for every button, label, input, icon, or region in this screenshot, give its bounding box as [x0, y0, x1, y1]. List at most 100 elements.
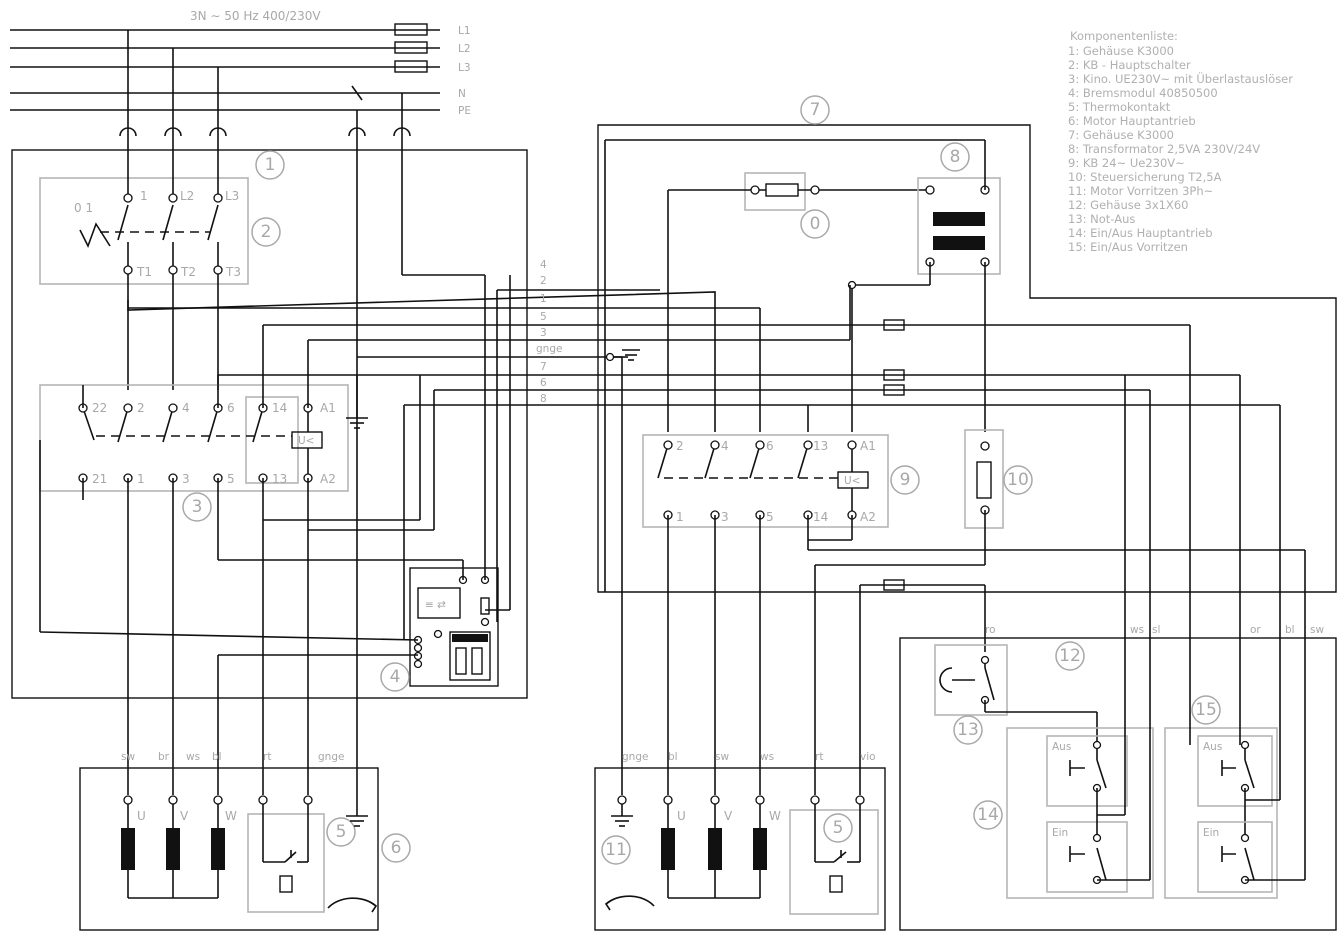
core-label-3: 5	[540, 311, 547, 323]
component-number-12: 12	[1059, 646, 1081, 666]
mm-wire-br: br	[158, 751, 170, 763]
mp-wire-rt: rt	[815, 751, 823, 763]
fuse-10: 10	[814, 429, 1033, 795]
cm-bot-21: 21	[92, 472, 107, 486]
mp-term-w: W	[769, 809, 781, 823]
legend-item-1: 1: Gehäuse K3000	[1068, 44, 1174, 58]
cp-top-a1: A1	[860, 439, 876, 453]
ms-bot-3: T3	[225, 265, 241, 279]
main-switch: 2 0 1 1 L2 L3 T1 T2 T3	[39, 150, 281, 390]
core-label-0: 4	[540, 259, 547, 271]
component-number-14: 14	[977, 805, 999, 825]
core-label-6: 7	[540, 361, 547, 373]
mm-wire-sw: sw	[121, 751, 135, 763]
component-number-7: 7	[810, 100, 821, 120]
mp-term-u: U	[677, 809, 686, 823]
cp-bot-a2: A2	[860, 510, 876, 524]
component-number-13: 13	[957, 720, 979, 740]
contactor-pre: 9 2 4 6 13 A1 1 3 5 14 A2 U<	[621, 285, 1305, 795]
component-number-10: 10	[1007, 470, 1029, 490]
mm-wire-gnge: gnge	[318, 751, 344, 763]
supply-label: 3N ∼ 50 Hz 400/230V	[190, 9, 321, 23]
panel-wire-ws: ws	[1130, 624, 1144, 636]
panel-wire-bl: bl	[1285, 624, 1295, 636]
component-number-0: 0	[810, 214, 821, 234]
mm-wire-rt: rt	[263, 751, 271, 763]
ms-top-2: L2	[180, 189, 194, 203]
component-number-15: 15	[1195, 700, 1217, 720]
legend-item-5: 5: Thermokontakt	[1068, 100, 1171, 114]
component-number-1: 1	[265, 155, 276, 175]
legend-item-6: 6: Motor Hauptantrieb	[1068, 114, 1196, 128]
supply-bus: 3N ∼ 50 Hz 400/230V L1 L2 L3 N PE	[10, 9, 471, 150]
legend-item-11: 11: Motor Vorritzen 3Ph~	[1068, 184, 1213, 198]
cm-bot-13: 13	[272, 472, 287, 486]
legend-item-9: 9: KB 24~ Ue230V~	[1068, 156, 1185, 170]
mp-wire-bl: bl	[668, 751, 678, 763]
cp-top-2: 2	[676, 439, 684, 453]
cp-bot-1: 1	[676, 510, 684, 524]
cm-top-14: 14	[272, 401, 287, 415]
motor-pre: gnge bl sw ws rt vio U V W 5 11	[594, 751, 886, 931]
cp-bot-14: 14	[813, 510, 828, 524]
component-number-4: 4	[390, 667, 401, 687]
cm-top-a1: A1	[320, 401, 336, 415]
legend-title: Komponentenliste:	[1070, 29, 1178, 43]
cp-top-13: 13	[813, 439, 828, 453]
core-label-2: 1	[540, 293, 547, 305]
brake-module-symbol: ≡ ⇄	[425, 599, 446, 611]
legend-item-13: 13: Not-Aus	[1068, 212, 1135, 226]
component-number-2: 2	[261, 222, 272, 242]
aus-label-15: Aus	[1203, 741, 1222, 753]
brake-module: ≡ ⇄ 4	[380, 567, 499, 692]
mp-wire-gnge: gnge	[622, 751, 648, 763]
transformer-8: 8	[604, 139, 1001, 592]
cm-top-2: 2	[137, 401, 145, 415]
mp-wire-vio: vio	[860, 751, 876, 763]
legend-item-10: 10: Steuersicherung T2,5A	[1068, 170, 1222, 184]
line-label-pe: PE	[458, 105, 471, 117]
legend-item-4: 4: Bremsmodul 40850500	[1068, 86, 1218, 100]
core-label-5: gnge	[536, 343, 562, 355]
mm-wire-bl: bl	[212, 751, 222, 763]
legend-item-7: 7: Gehäuse K3000	[1068, 128, 1174, 142]
component-number-11: 11	[605, 840, 627, 860]
ms-top-1: 1	[140, 189, 148, 203]
ein-label-15: Ein	[1203, 827, 1219, 839]
panel-wire-sw: sw	[1310, 624, 1324, 636]
mm-term-w: W	[225, 809, 237, 823]
cm-bot-3: 3	[182, 472, 190, 486]
mm-wire-ws: ws	[186, 751, 200, 763]
ms-bot-1: T1	[136, 265, 152, 279]
core-label-7: 6	[540, 377, 547, 389]
cp-bot-3: 3	[721, 510, 729, 524]
component-number-5a: 5	[336, 822, 347, 842]
core-label-8: 8	[540, 393, 547, 405]
aus-label-14: Aus	[1052, 741, 1071, 753]
mp-wire-sw: sw	[715, 751, 729, 763]
switch-panel: 12 ro ws sl or bl sw 13 14 Aus Ein	[899, 325, 1337, 931]
cp-top-6: 6	[766, 439, 774, 453]
cp-bot-5: 5	[766, 510, 774, 524]
panel-wire-ro: ro	[985, 624, 996, 636]
legend-item-14: 14: Ein/Aus Hauptantrieb	[1068, 226, 1213, 240]
enclosure-main: 1	[11, 149, 528, 699]
mp-wire-ws: ws	[760, 751, 774, 763]
component-number-6: 6	[391, 838, 402, 858]
line-label-n: N	[458, 88, 466, 100]
mp-term-v: V	[724, 809, 733, 823]
core-label-4: 3	[540, 327, 547, 339]
component-number-8: 8	[950, 147, 961, 167]
ms-bot-2: T2	[180, 265, 196, 279]
core-label-1: 2	[540, 275, 547, 287]
legend-item-3: 3: Kino. UE230V~ mit Überlastauslöser	[1068, 70, 1293, 86]
legend-item-15: 15: Ein/Aus Vorritzen	[1068, 240, 1188, 254]
contactor-main: 3 22 2 4 6 14 A1 21 1 3 5 13 A2 U<	[39, 150, 368, 522]
legend-item-2: 2: KB - Hauptschalter	[1068, 58, 1191, 72]
line-label-l1: L1	[458, 25, 471, 37]
component-number-3: 3	[192, 497, 203, 517]
component-number-5b: 5	[833, 818, 844, 838]
cm-coil-label: U<	[298, 435, 314, 447]
